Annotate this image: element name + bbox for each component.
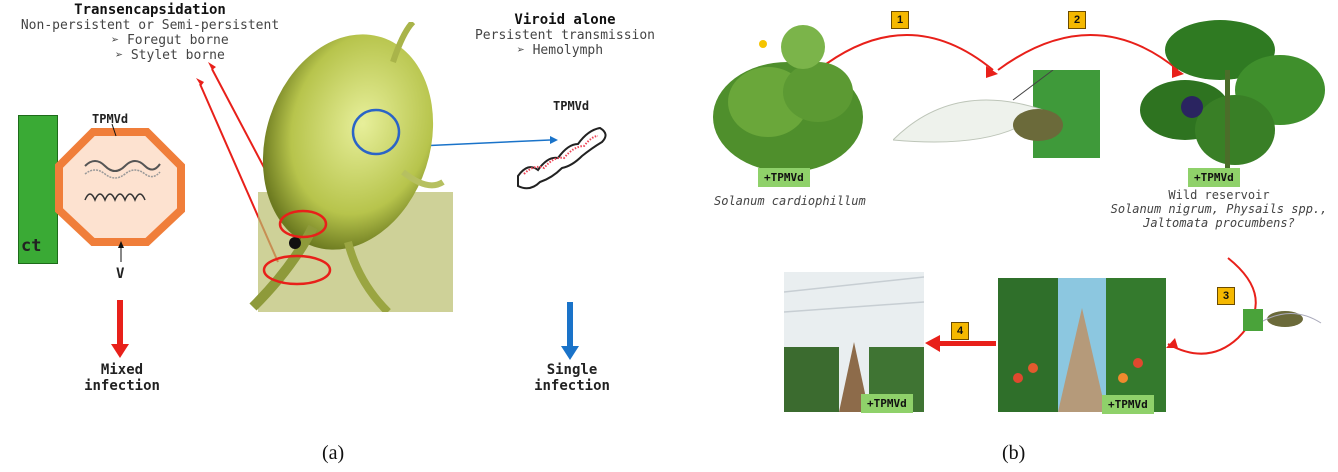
- host-plant-tpmvd-badge: +TPMVd: [758, 168, 810, 187]
- reservoir-label: Wild reservoir: [1100, 188, 1338, 202]
- step-2-badge: 2: [1068, 11, 1086, 29]
- greenhouse-seedlings-photo: [784, 272, 924, 412]
- reservoir-species-line-2: Jaltomata procumbens?: [1100, 216, 1338, 230]
- seedlings-tpmvd-badge: +TPMVd: [861, 394, 913, 413]
- reservoir-text-block: Wild reservoir Solanum nigrum, Physails …: [1100, 188, 1338, 230]
- wild-reservoir-plant-photo: [1130, 10, 1330, 180]
- host-species-label: Solanum cardiophillum: [714, 194, 866, 208]
- reservoir-species-line-1: Solanum nigrum, Physails spp.,: [1100, 202, 1338, 216]
- small-aphid-photo: [1243, 303, 1323, 331]
- reservoir-tpmvd-badge: +TPMVd: [1188, 168, 1240, 187]
- greenhouse-tpmvd-badge: +TPMVd: [1102, 395, 1154, 414]
- step-4-badge: 4: [951, 322, 969, 340]
- aphid-on-leaf-photo: [893, 70, 1100, 158]
- tomato-greenhouse-photo: [998, 278, 1166, 412]
- panel-b-caption: (b): [1002, 442, 1025, 465]
- step-3-badge: 3: [1217, 287, 1235, 305]
- host-plant-photo: [708, 22, 868, 182]
- step-1-badge: 1: [891, 11, 909, 29]
